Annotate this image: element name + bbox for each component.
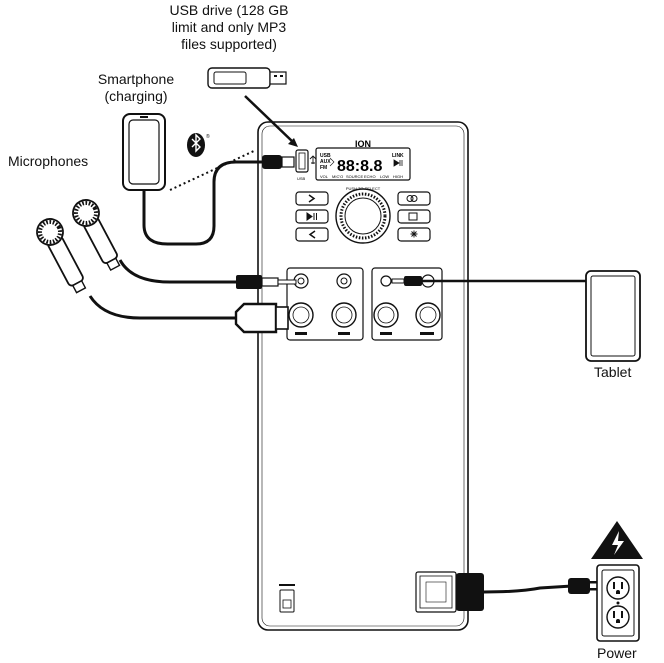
outlet-icon	[596, 564, 640, 642]
usb-cable-tip	[281, 156, 295, 168]
usb-drive-label-line-2: limit and only MP3	[171, 19, 287, 35]
tablet-label: Tablet	[594, 364, 632, 380]
left-buttons	[295, 191, 329, 242]
play-pause-icon	[306, 212, 317, 221]
microphone-2	[36, 218, 236, 320]
indicator-link: LINK	[392, 153, 404, 159]
tablet	[585, 270, 641, 362]
bluetooth-icon: ®	[187, 133, 210, 157]
previous-button	[295, 227, 329, 242]
display-label-source: SOURCE	[346, 174, 363, 179]
smartphone-label-line-1: Smartphone	[97, 71, 175, 87]
quarter-inch-plug	[236, 275, 297, 289]
display-bluetooth-icon	[329, 157, 335, 167]
svg-text:®: ®	[206, 133, 210, 140]
display-digits: 88:8.8	[337, 158, 382, 175]
display-label-mic: MIC'O	[332, 174, 343, 179]
next-icon	[308, 194, 316, 203]
light-icon	[410, 230, 418, 238]
microphones-label: Microphones	[8, 153, 89, 169]
high-voltage-icon	[591, 521, 643, 559]
speaker-rear-panel	[257, 121, 469, 631]
source-icon	[408, 212, 418, 221]
charging-cable	[142, 160, 266, 246]
power-switch	[279, 584, 295, 613]
usb-drive-label: USB drive (128 GB limit and only MP3 fil…	[154, 2, 304, 53]
power-label: Power	[597, 645, 637, 661]
smartphone-label: Smartphone (charging)	[84, 71, 188, 105]
source-button	[397, 209, 431, 224]
display-label-low: LOW	[380, 174, 389, 179]
usb-arrowhead	[288, 138, 298, 147]
usb-drive-label-line-3: files supported)	[181, 36, 277, 52]
display-label-high: HIGH	[393, 174, 403, 179]
display-label-echo: ECHO	[364, 174, 376, 179]
aux-plug	[404, 276, 422, 286]
bluetooth-link	[169, 149, 257, 191]
indicator-fm: FM	[320, 165, 327, 171]
usb-drive-label-line-1: USB drive (128 GB	[169, 2, 289, 18]
smartphone	[122, 113, 166, 191]
indicator-aux: AUX	[320, 159, 331, 165]
smartphone-label-line-2: (charging)	[104, 88, 168, 104]
master-knob	[335, 188, 391, 244]
aux-plug-tip	[391, 278, 405, 284]
indicator-usb: USB	[320, 153, 331, 159]
play-pause-indicator-icon	[393, 159, 403, 167]
power-cable	[456, 573, 598, 611]
usb-symbol-icon	[309, 155, 317, 164]
link-button	[397, 191, 431, 206]
usb-port-label: USB	[297, 176, 306, 181]
display-label-vol: VOL	[320, 174, 329, 179]
link-icon	[406, 195, 418, 202]
usb-cable-plug	[262, 155, 282, 169]
previous-icon	[308, 230, 316, 239]
usb-port: USB	[295, 149, 317, 181]
right-buttons	[397, 191, 431, 242]
brand-logo: ION	[355, 139, 371, 149]
lcd-display: USB AUX FM 88:8.8 LINK VOL MIC'O SOURCE …	[315, 147, 411, 181]
power-inlet	[415, 571, 457, 613]
xlr-plug	[234, 302, 289, 334]
usb-arrow	[244, 95, 295, 144]
microphone-1	[72, 199, 236, 284]
next-button	[295, 191, 329, 206]
input-section	[286, 267, 443, 341]
usb-drive	[207, 67, 287, 89]
